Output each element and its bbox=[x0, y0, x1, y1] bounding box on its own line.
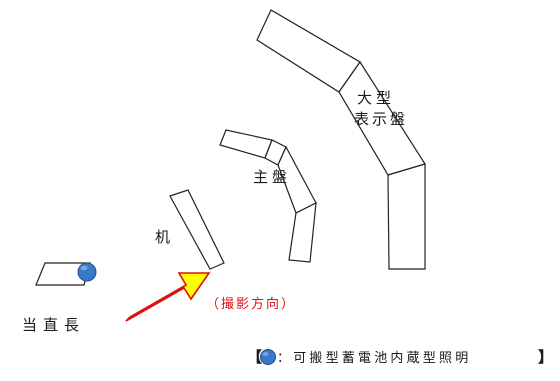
main-panel bbox=[219, 129, 317, 263]
legend-description: ：可搬型蓄電池内蔵型照明 bbox=[277, 350, 471, 366]
legend-close-bracket: 】 bbox=[538, 348, 553, 366]
portable-light-highlight bbox=[80, 265, 88, 271]
portable-light-marker bbox=[77, 262, 97, 282]
shift-supervisor-label: 当直長 bbox=[22, 316, 85, 334]
legend: 【 ：可搬型蓄電池内蔵型照明 】 bbox=[247, 348, 553, 366]
shooting-direction-arrow bbox=[125, 272, 211, 322]
desk bbox=[169, 189, 225, 270]
large-display-panel-label-line2: 表示盤 bbox=[354, 110, 408, 128]
main-panel-segment-4 bbox=[288, 201, 317, 263]
legend-light-icon bbox=[260, 349, 276, 365]
desk-label: 机 bbox=[155, 228, 170, 246]
large-display-panel-label-line1: 大型 bbox=[357, 89, 395, 107]
large-display-panel-upper bbox=[256, 9, 361, 93]
legend-open-bracket: 【 bbox=[247, 348, 262, 366]
large-display-panel-lower bbox=[387, 163, 426, 270]
main-panel-segment-1 bbox=[219, 129, 273, 159]
main-panel-label: 主盤 bbox=[253, 168, 291, 186]
large-display-panel bbox=[256, 9, 426, 270]
shooting-direction-label: （撮影方向） bbox=[206, 296, 296, 312]
legend-light-icon-highlight bbox=[262, 352, 269, 356]
shift-supervisor-desk bbox=[35, 262, 91, 286]
